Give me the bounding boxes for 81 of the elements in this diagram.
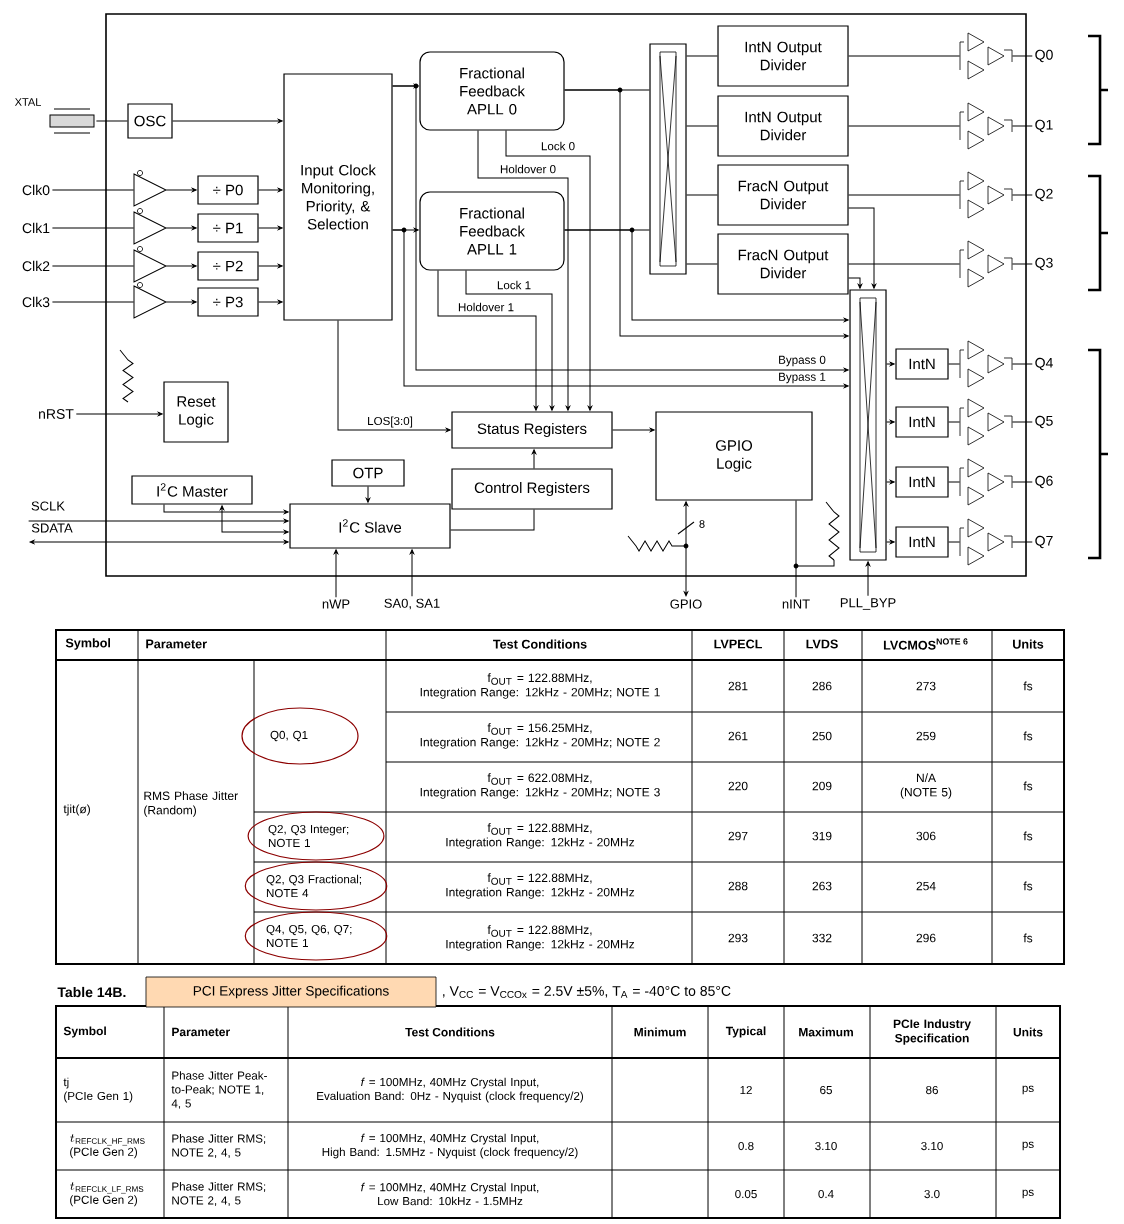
connector-line [51, 227, 135, 229]
output-buffer-symbol [959, 240, 1013, 288]
buffer-symbol [133, 208, 167, 245]
connector-line [450, 509, 535, 531]
connector-line [95, 120, 128, 122]
buffer-symbol [133, 282, 167, 319]
connector-line [165, 299, 197, 305]
output-buffer-symbol [959, 398, 1013, 446]
output-buffer-symbol [959, 458, 1013, 506]
connector-line [51, 265, 135, 267]
connector-line [219, 505, 289, 535]
connector-line [165, 225, 197, 231]
connector-line [258, 263, 283, 269]
connector-line [848, 277, 863, 289]
connector-line [465, 270, 555, 411]
connector-line [258, 299, 283, 305]
connector-line [51, 301, 135, 303]
crosspoint-switch [849, 289, 887, 561]
connector-line [1011, 541, 1033, 543]
connector-line [1011, 125, 1033, 127]
connector-line [564, 89, 849, 339]
output-buffer-symbol [959, 171, 1013, 219]
connector-line [165, 263, 197, 269]
connector-line [409, 549, 415, 597]
output-buffer-symbol [959, 340, 1013, 388]
connector-line [392, 85, 849, 373]
table-formula: $\begin{array}{l} t_{\mathrm{REFCLK\_HF\_RMS}} \\ \text{(PCIe Gen 2)} \end{array}$ [70, 1134, 145, 1159]
connector-line [886, 479, 895, 485]
connector-line [612, 427, 655, 433]
output-buffer-symbol [959, 518, 1013, 566]
connector-line [948, 363, 961, 365]
connector-line [258, 225, 283, 231]
output-buffer-symbol [959, 102, 1013, 150]
connector-line [683, 501, 689, 597]
connector-line [686, 194, 718, 196]
connector-line [258, 187, 283, 193]
connector-line [1011, 55, 1033, 57]
crystal-symbol [49, 108, 95, 134]
connector-line [1011, 263, 1033, 265]
connector-line [1011, 363, 1033, 365]
connector-line [163, 504, 289, 515]
connector-line [51, 189, 135, 191]
connector-line [1011, 194, 1033, 196]
connector-line [437, 270, 539, 411]
connector-line [392, 229, 849, 389]
connector-line [165, 187, 197, 193]
buffer-symbol [133, 170, 167, 207]
connector-line [948, 541, 961, 543]
connector-line [365, 486, 371, 503]
connector-line [505, 130, 593, 411]
connector-line [848, 263, 961, 265]
connector-line [1011, 481, 1033, 483]
output-buffer-symbol [959, 32, 1013, 80]
connector-line [848, 55, 961, 57]
connector-line [848, 194, 961, 196]
connector-line [948, 421, 961, 423]
connector-line [886, 419, 895, 425]
chip-outline [105, 13, 1027, 577]
connector-line [1011, 421, 1033, 423]
connector-line [686, 55, 718, 57]
connector-line [795, 500, 797, 598]
connector-line [848, 207, 877, 289]
connector-line [337, 320, 451, 433]
crosspoint-switch [649, 43, 687, 275]
connector-line [948, 481, 961, 483]
connector-line [477, 130, 571, 411]
connector-line [564, 229, 849, 323]
connector-line [865, 561, 871, 597]
connector-line [886, 361, 895, 367]
connector-line [172, 118, 283, 124]
connector-line [886, 539, 895, 545]
connector-line [29, 539, 289, 545]
connector-line [848, 125, 961, 127]
connector-line [333, 549, 339, 598]
connector-line [28, 518, 289, 524]
connector-line [686, 125, 718, 127]
connector-line [686, 263, 718, 265]
connector-line [531, 449, 537, 469]
connector-line [75, 411, 163, 417]
table-formula: $\begin{array}{l} t_{\mathrm{REFCLK\_LF\_RMS}} \\ \text{(PCIe Gen 2)} \end{array}$ [70, 1182, 144, 1207]
buffer-symbol [133, 246, 167, 283]
